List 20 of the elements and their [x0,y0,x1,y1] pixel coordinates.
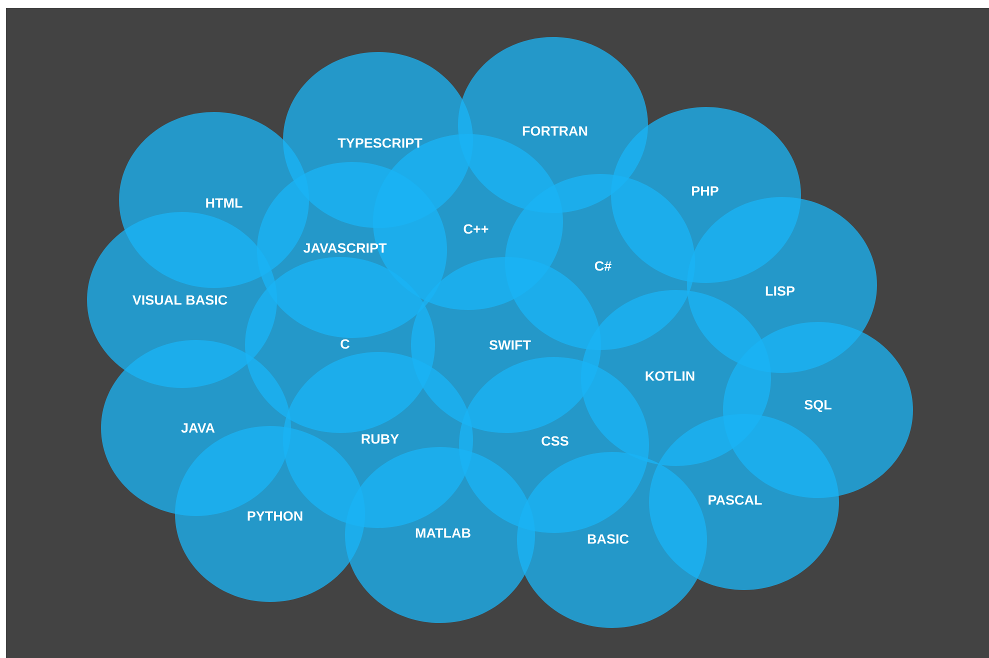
language-label: KOTLIN [646,371,694,381]
language-label: C++ [464,224,488,234]
language-label: HTML [206,198,242,208]
language-label: JAVA [181,423,215,433]
language-label: VISUAL BASIC [132,295,228,305]
language-label: LISP [766,286,795,296]
language-label: MATLAB [416,528,470,538]
language-label: JAVASCRIPT [303,243,387,253]
language-label: CSS [542,436,568,446]
language-label: RUBY [362,434,399,444]
language-label: SQL [804,400,832,412]
language-label: TYPESCRIPT [338,138,422,148]
language-label: BASIC [588,534,629,544]
language-label: SWIFT [489,340,531,350]
language-label: PASCAL [708,495,762,505]
language-label: PYTHON [248,511,302,521]
language-label: C [340,339,350,349]
language-label: PHP [692,186,718,196]
language-label: FORTRAN [522,126,588,136]
language-label: C# [594,261,612,271]
